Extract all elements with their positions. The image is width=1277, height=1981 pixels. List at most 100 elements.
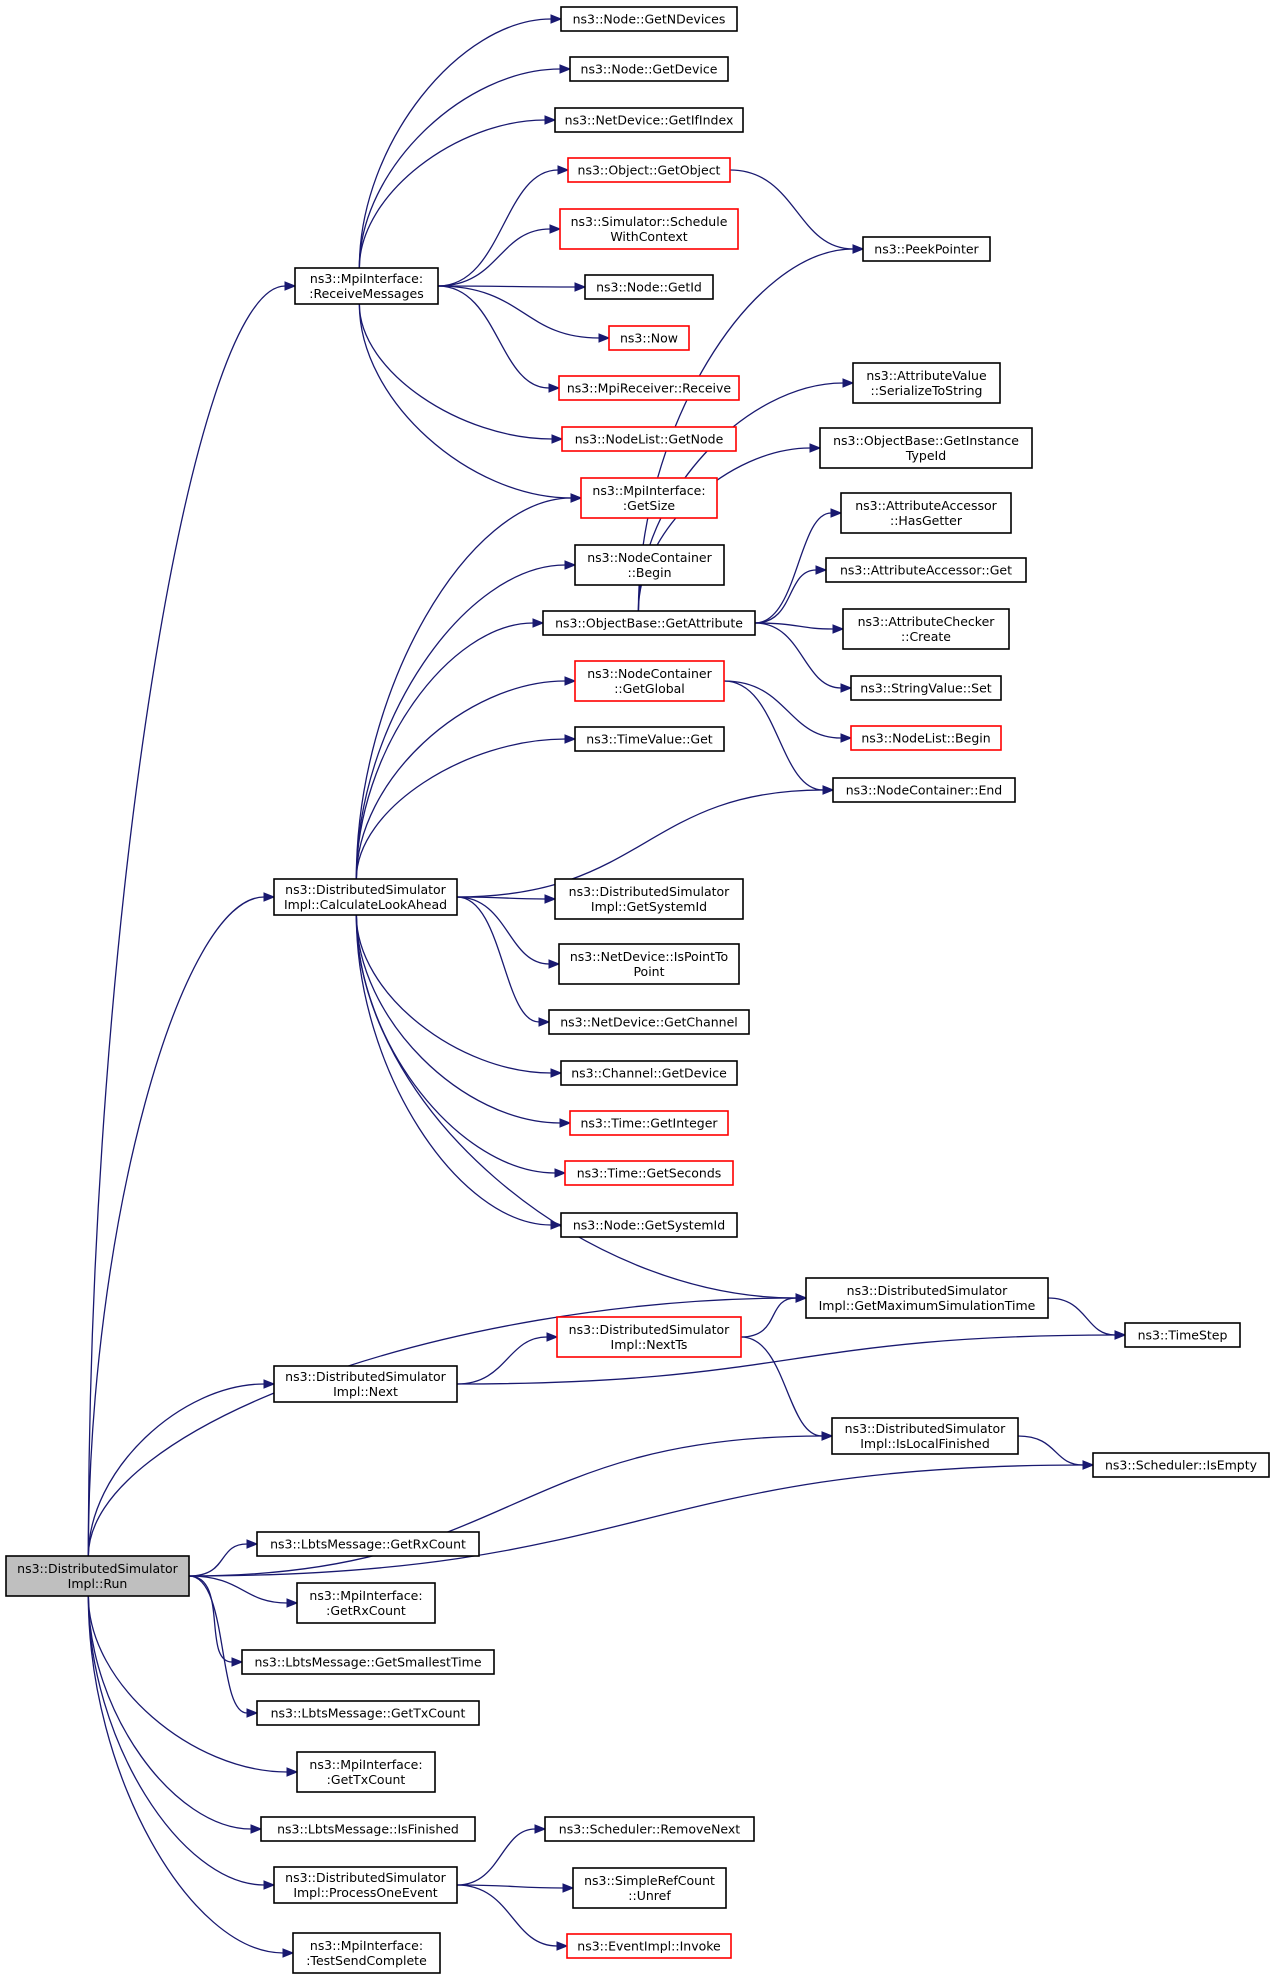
node-label: ns3::NodeList::GetNode xyxy=(575,432,724,447)
node-schedRem[interactable]: ns3::Scheduler::RemoveNext xyxy=(544,1816,755,1842)
edge-line xyxy=(355,914,556,1174)
node-evInvoke[interactable]: ns3::EventImpl::Invoke xyxy=(566,1933,732,1959)
edge-next-to-nextTs xyxy=(456,1332,559,1385)
node-ncGlobal[interactable]: ns3::NodeContainer::GetGlobal xyxy=(574,660,725,702)
edge-calc-to-ncGlobal xyxy=(355,676,577,880)
node-label: ns3::MpiReceiver::Receive xyxy=(567,381,732,396)
node-timeStep[interactable]: ns3::TimeStep xyxy=(1124,1322,1241,1348)
node-nodeId[interactable]: ns3::Node::GetId xyxy=(584,274,714,300)
node-label: WithContext xyxy=(610,229,687,244)
arrowhead-icon xyxy=(544,115,557,125)
edge-recv-to-now xyxy=(437,285,611,343)
edge-calc-to-mpiSize xyxy=(355,493,583,880)
node-timeSec[interactable]: ns3::Time::GetSeconds xyxy=(564,1160,734,1186)
node-label: Impl::ProcessOneEvent xyxy=(293,1885,437,1900)
node-lbtsFin[interactable]: ns3::LbtsMessage::IsFinished xyxy=(260,1816,476,1842)
edge-obGetAttr-to-aaHas xyxy=(754,508,843,624)
node-mpiTx[interactable]: ns3::MpiInterface::GetTxCount xyxy=(296,1751,436,1793)
node-nlBegin[interactable]: ns3::NodeList::Begin xyxy=(850,725,1002,751)
edge-line xyxy=(729,169,854,250)
node-label: Impl::IsLocalFinished xyxy=(860,1436,990,1451)
node-box xyxy=(241,1649,495,1675)
node-box xyxy=(560,6,738,32)
node-calc[interactable]: ns3::DistributedSimulatorImpl::Calculate… xyxy=(273,878,458,916)
node-getChan[interactable]: ns3::NetDevice::GetChannel xyxy=(548,1009,750,1035)
node-timeInt[interactable]: ns3::Time::GetInteger xyxy=(569,1110,729,1136)
node-box xyxy=(580,477,718,519)
node-label: ns3::Simulator::Schedule xyxy=(571,214,728,229)
node-lbtsTx[interactable]: ns3::LbtsMessage::GetTxCount xyxy=(256,1700,480,1726)
arrowhead-icon xyxy=(598,333,611,343)
node-nodeNDev[interactable]: ns3::Node::GetNDevices xyxy=(560,6,738,32)
edge-line xyxy=(456,1828,536,1886)
arrowhead-icon xyxy=(548,959,561,969)
edge-line xyxy=(456,1336,548,1385)
node-acCreate[interactable]: ns3::AttributeChecker::Create xyxy=(842,608,1010,650)
node-aaHas[interactable]: ns3::AttributeAccessor::HasGetter xyxy=(840,492,1012,534)
node-nlGetNode[interactable]: ns3::NodeList::GetNode xyxy=(561,426,737,452)
node-box xyxy=(256,1531,480,1557)
node-ifIndex[interactable]: ns3::NetDevice::GetIfIndex xyxy=(554,107,744,133)
node-label: TypeId xyxy=(905,448,946,463)
edge-line xyxy=(437,228,551,287)
edge-line xyxy=(437,285,576,288)
edge-line xyxy=(456,1884,564,1889)
edge-line xyxy=(355,622,534,880)
node-aaGet[interactable]: ns3::AttributeAccessor::Get xyxy=(825,557,1027,583)
node-lbtsRx[interactable]: ns3::LbtsMessage::GetRxCount xyxy=(256,1531,480,1557)
node-srcUnref[interactable]: ns3::SimpleRefCount::Unref xyxy=(572,1867,727,1909)
node-lbtsSmall[interactable]: ns3::LbtsMessage::GetSmallestTime xyxy=(241,1649,495,1675)
node-box xyxy=(560,1212,738,1238)
node-procOne[interactable]: ns3::DistributedSimulatorImpl::ProcessOn… xyxy=(273,1866,458,1904)
node-schedEmpty[interactable]: ns3::Scheduler::IsEmpty xyxy=(1092,1452,1270,1478)
node-box xyxy=(805,1277,1049,1319)
node-recv[interactable]: ns3::MpiInterface::ReceiveMessages xyxy=(294,267,439,305)
node-mpiSize[interactable]: ns3::MpiInterface::GetSize xyxy=(580,477,718,519)
edge-obGetAttr-to-svSet xyxy=(754,622,853,693)
node-label: ::Create xyxy=(901,629,951,644)
node-svSet[interactable]: ns3::StringValue::Set xyxy=(850,675,1002,701)
edge-ncGlobal-to-nlBegin xyxy=(723,680,853,743)
arrowhead-icon xyxy=(556,1941,569,1951)
edge-line xyxy=(358,303,553,440)
node-box xyxy=(574,544,725,586)
node-box xyxy=(296,1751,436,1793)
node-testSend[interactable]: ns3::MpiInterface::TestSendComplete xyxy=(292,1932,441,1974)
node-tvGet[interactable]: ns3::TimeValue::Get xyxy=(574,726,725,752)
arrowhead-icon xyxy=(286,1598,299,1608)
edge-run-to-lbtsFin xyxy=(87,1595,263,1834)
arrowhead-icon xyxy=(246,1708,259,1718)
node-mpiRx[interactable]: ns3::MpiInterface::GetRxCount xyxy=(296,1582,436,1624)
node-now[interactable]: ns3::Now xyxy=(608,325,690,351)
node-nodeSysId[interactable]: ns3::Node::GetSystemId xyxy=(560,1212,738,1238)
node-ncEnd[interactable]: ns3::NodeContainer::End xyxy=(832,777,1016,803)
edge-run-to-mpiRx xyxy=(188,1575,299,1608)
edge-line xyxy=(188,1575,288,1604)
node-box xyxy=(862,236,991,262)
node-getObj[interactable]: ns3::Object::GetObject xyxy=(567,157,731,183)
edge-run-to-testSend xyxy=(87,1595,295,1958)
node-label: ns3::DistributedSimulator xyxy=(847,1283,1009,1298)
node-ncBegin[interactable]: ns3::NodeContainer::Begin xyxy=(574,544,725,586)
node-avSer[interactable]: ns3::AttributeValue::SerializeToString xyxy=(852,362,1001,404)
node-mpiRecv[interactable]: ns3::MpiReceiver::Receive xyxy=(558,375,740,401)
node-label: ns3::DistributedSimulator xyxy=(17,1561,179,1576)
node-nodeDev[interactable]: ns3::Node::GetDevice xyxy=(569,56,729,82)
node-getMax[interactable]: ns3::DistributedSimulatorImpl::GetMaximu… xyxy=(805,1277,1049,1319)
arrowhead-icon xyxy=(263,1880,276,1890)
node-peek[interactable]: ns3::PeekPointer xyxy=(862,236,991,262)
arrowhead-icon xyxy=(231,1657,244,1667)
node-isLocal[interactable]: ns3::DistributedSimulatorImpl::IsLocalFi… xyxy=(831,1417,1019,1455)
node-obGetAttr[interactable]: ns3::ObjectBase::GetAttribute xyxy=(542,610,756,636)
edge-ncGlobal-to-ncEnd xyxy=(723,680,835,795)
node-chanDev[interactable]: ns3::Channel::GetDevice xyxy=(560,1060,738,1086)
node-getSysId[interactable]: ns3::DistributedSimulatorImpl::GetSystem… xyxy=(554,878,744,920)
node-box xyxy=(1124,1322,1241,1348)
